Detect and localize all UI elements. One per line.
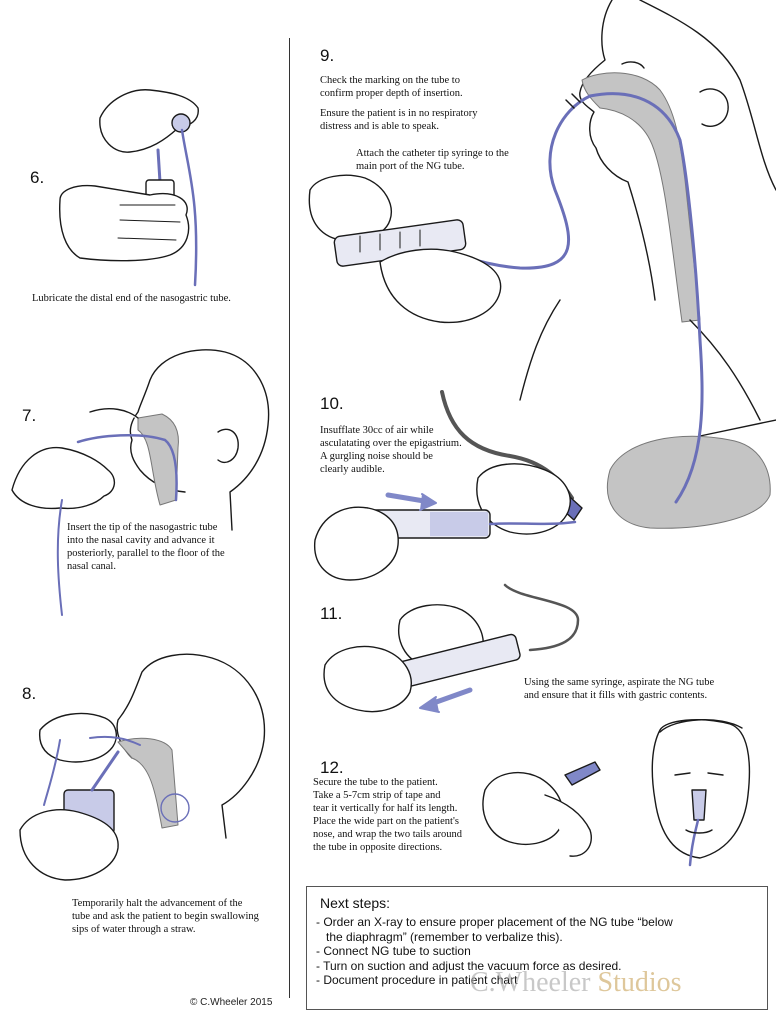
step10-tube bbox=[488, 520, 577, 526]
watermark-name: C.Wheeler bbox=[470, 967, 591, 998]
step7-illustration bbox=[11, 349, 270, 616]
step8-illustration bbox=[19, 653, 266, 881]
step9-caption-attach: Attach the catheter tip syringe to the m… bbox=[356, 148, 509, 172]
step9-left-hand bbox=[308, 174, 392, 242]
step7-number: 7. bbox=[22, 406, 37, 425]
next-steps-list: - Order an X-ray to ensure proper placem… bbox=[316, 915, 756, 988]
copyright: © C.Wheeler 2015 bbox=[190, 997, 273, 1008]
step8-anatomy bbox=[117, 737, 179, 829]
watermark-suffix: Studios bbox=[597, 967, 682, 998]
step6-tube-tip bbox=[156, 148, 162, 184]
step11-illustration bbox=[323, 583, 580, 713]
step12-illustration bbox=[482, 719, 751, 867]
step7-ear bbox=[217, 428, 239, 464]
step10-number: 10. bbox=[320, 394, 344, 413]
step8-caption: Temporarily halt the advancement of the … bbox=[72, 898, 259, 935]
step9-number: 9. bbox=[320, 46, 335, 65]
step8-lower-hand bbox=[19, 809, 119, 881]
step9-ng-tube-external bbox=[438, 94, 592, 270]
step9-airway bbox=[581, 72, 701, 323]
step9-tube-marking bbox=[565, 93, 581, 109]
step7-hand bbox=[11, 446, 115, 510]
step12-face bbox=[651, 719, 751, 859]
step9-caption: Check the marking on the tube to confirm… bbox=[320, 75, 478, 132]
step8-number: 8. bbox=[22, 684, 37, 703]
step7-tube-tail bbox=[56, 499, 63, 616]
step8-straw bbox=[90, 750, 120, 792]
next-step-item: - Order an X-ray to ensure proper placem… bbox=[316, 915, 673, 929]
step12-tube bbox=[688, 818, 700, 867]
step9-torso bbox=[519, 299, 776, 437]
step9-ear bbox=[699, 88, 729, 128]
step12-hair bbox=[659, 719, 743, 733]
step7-tube bbox=[76, 433, 178, 502]
watermark: C.Wheeler Studios bbox=[470, 967, 682, 999]
step6-number: 6. bbox=[30, 168, 45, 187]
step10-illustration bbox=[314, 390, 583, 581]
column-divider bbox=[289, 38, 290, 998]
step10-left-hand bbox=[314, 506, 399, 581]
step6-lubricant-cap bbox=[171, 113, 191, 133]
next-step-item: the diaphragm” (remember to verbalize th… bbox=[316, 929, 563, 944]
step6-caption: Lubricate the distal end of the nasogast… bbox=[32, 293, 231, 304]
step8-tube bbox=[43, 735, 141, 806]
step6-illustration bbox=[58, 89, 199, 287]
step9-ng-tube-in-body bbox=[588, 92, 704, 504]
step11-lower-hand bbox=[323, 645, 412, 713]
step12-tape bbox=[564, 761, 601, 786]
step12-nose-tape bbox=[691, 789, 707, 821]
step8-throat-circle bbox=[160, 793, 190, 823]
next-step-item: - Connect NG tube to suction bbox=[316, 944, 471, 958]
step12-caption: Secure the tube to the patient. Take a 5… bbox=[313, 777, 463, 853]
step7-caption: Insert the tip of the nasogastric tube i… bbox=[67, 522, 225, 572]
step11-number: 11. bbox=[320, 604, 343, 623]
next-step-item: - Document procedure in patient chart bbox=[316, 973, 518, 987]
step10-caption: Insufflate 30cc of air while asculatatin… bbox=[320, 425, 462, 475]
step9-eye bbox=[621, 61, 645, 69]
step9-stomach bbox=[606, 435, 771, 529]
step11-caption: Using the same syringe, aspirate the NG … bbox=[524, 677, 715, 701]
step6-lower-hand bbox=[58, 184, 190, 262]
next-step-item: - Turn on suction and adjust the vacuum … bbox=[316, 958, 622, 973]
step12-number: 12. bbox=[320, 758, 344, 777]
step9-head-profile bbox=[579, 0, 776, 301]
next-steps-title: Next steps: bbox=[320, 895, 391, 911]
next-steps-box: Next steps: - Order an X-ray to ensure p… bbox=[306, 886, 768, 1010]
step9-illustration bbox=[308, 0, 776, 529]
step10-syringe-fluid bbox=[430, 512, 488, 536]
step6-upper-hand bbox=[99, 89, 199, 153]
step11-tube bbox=[503, 583, 580, 652]
step9-right-hand bbox=[379, 248, 502, 324]
step6-tube bbox=[180, 128, 198, 287]
